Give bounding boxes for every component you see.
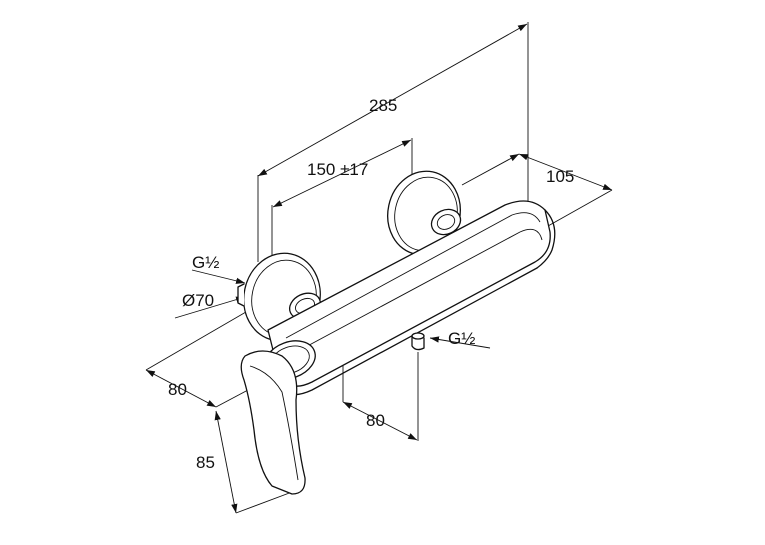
label-thread-bottom: G½: [448, 329, 475, 348]
label-overall-length: 285: [369, 96, 397, 115]
label-escutcheon-diameter: Ø70: [182, 291, 214, 310]
label-depth: 105: [546, 167, 574, 186]
label-handle-offset: 80: [168, 380, 187, 399]
label-handle-height: 85: [196, 453, 215, 472]
label-center-distance: 150 ±17: [307, 160, 368, 179]
label-thread-left: G½: [192, 253, 219, 272]
label-outlet-offset: 80: [366, 411, 385, 430]
mixer-handle: [240, 340, 316, 495]
dimension-labels: 285 150 ±17 105 G½ Ø70 G½ 80 80 85: [168, 96, 574, 472]
dimension-lines: [145, 22, 613, 514]
